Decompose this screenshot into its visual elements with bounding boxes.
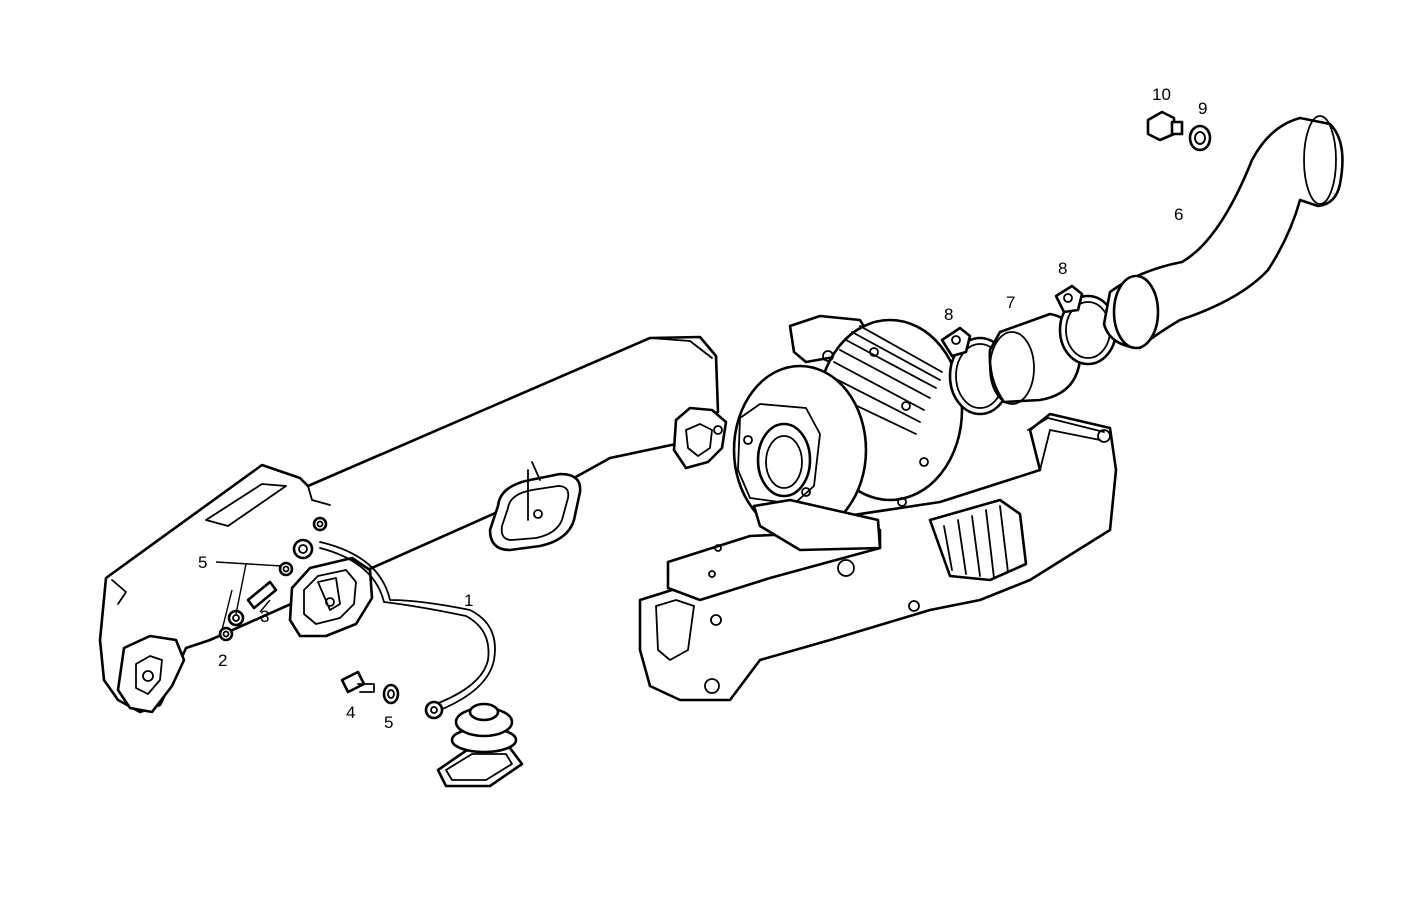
sensor-cable (319, 541, 496, 720)
callout-8a: 8 (944, 305, 953, 324)
bolt-washer-bottom (340, 670, 400, 705)
exhaust-pipe (1102, 115, 1344, 350)
manifold-gasket (488, 461, 582, 552)
callout-3: 3 (260, 607, 269, 626)
sensor-connector (436, 702, 524, 788)
callout-9: 9 (1198, 99, 1207, 118)
rubber-sleeve (988, 312, 1082, 405)
callout-1: 1 (464, 591, 473, 610)
callout-8b: 8 (1058, 259, 1067, 278)
callout-2: 2 (218, 651, 227, 670)
turbocharger (732, 314, 964, 552)
plug-and-washer (1146, 110, 1212, 152)
left-exhaust-manifold (98, 335, 728, 714)
callout-7: 7 (1006, 293, 1015, 312)
leader-lines (215, 561, 283, 631)
left-hardware (218, 516, 328, 642)
callout-5a: 5 (198, 553, 207, 572)
callout-6: 6 (1174, 205, 1183, 224)
callout-labels: 1 2 3 4 5 5 6 7 8 8 9 10 (198, 85, 1207, 732)
callout-4: 4 (346, 703, 355, 722)
callout-5b: 5 (384, 713, 393, 732)
callout-10: 10 (1152, 85, 1171, 104)
sensor-flange (288, 538, 374, 638)
